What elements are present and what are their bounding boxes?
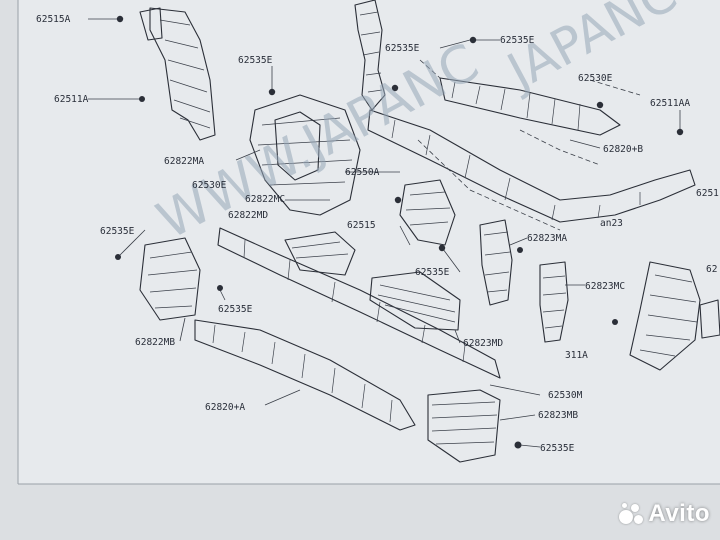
hood-lock-stay — [354, 0, 386, 111]
label-62822ma: 62822MA — [164, 156, 204, 167]
label-311a: 311A — [565, 350, 588, 361]
bolt-markers — [115, 15, 684, 449]
label-62535e-topr: 62535E — [500, 35, 535, 46]
label-62823mc: 62823MC — [585, 281, 625, 292]
bracket-62822mc — [284, 231, 356, 276]
label-62823mb: 62823MB — [538, 410, 578, 421]
radiator-core-upper — [367, 109, 696, 223]
label-62535e-mid: 62535E — [415, 267, 450, 278]
label-62820a: 62820+A — [205, 402, 245, 413]
label-62535e-tl: 62535E — [238, 55, 273, 66]
label-62515a: 62515A — [36, 14, 71, 25]
label-62820b: 62820+B — [603, 144, 643, 155]
avito-dots-icon — [618, 502, 644, 526]
label-62535e-low: 62535E — [218, 304, 253, 315]
upper-absorber — [249, 94, 361, 216]
label-62535e-left: 62535E — [100, 226, 135, 237]
label-62823md: 62823MD — [463, 338, 503, 349]
right-side-member — [629, 261, 720, 371]
avito-logo: Avito — [618, 500, 710, 528]
bracket-62822mb — [139, 237, 201, 321]
label-62535e-bot: 62535E — [540, 443, 575, 454]
label-62530e-l: 62530E — [192, 180, 227, 191]
label-6251-edge: 6251 — [696, 188, 719, 199]
label-62535e-top: 62535E — [385, 43, 420, 54]
label-62550a: 62550A — [345, 167, 380, 178]
left-side-member — [139, 7, 216, 141]
label-62822mb: 62822MB — [135, 337, 175, 348]
label-62823ma: 62823MA — [527, 233, 567, 244]
bracket-62823ma — [479, 219, 513, 306]
bumper-reinforcement — [217, 227, 501, 379]
label-62511a: 62511A — [54, 94, 89, 105]
label-62822mc: 62822MC — [245, 194, 285, 205]
label-62822md: 62822MD — [228, 210, 268, 221]
bracket-62823mb — [427, 389, 501, 463]
center-bracket — [399, 179, 456, 246]
label-62530m: 62530M — [548, 390, 583, 401]
bracket-62823mc — [539, 261, 569, 343]
leader-lines — [88, 18, 681, 448]
avito-wordmark: Avito — [648, 500, 710, 527]
label-62515: 62515 — [347, 220, 376, 231]
label-62-edge: 62 — [706, 264, 717, 275]
label-an23: an23 — [600, 218, 623, 229]
upper-grille-bracket — [439, 77, 621, 136]
absorber-62823md — [369, 271, 461, 331]
label-62530e: 62530E — [578, 73, 613, 84]
part-labels: 62515A 62511A 62535E 62535E 62535E 62530… — [36, 14, 719, 454]
lower-absorber — [194, 319, 416, 431]
label-62511aa: 62511AA — [650, 98, 690, 109]
